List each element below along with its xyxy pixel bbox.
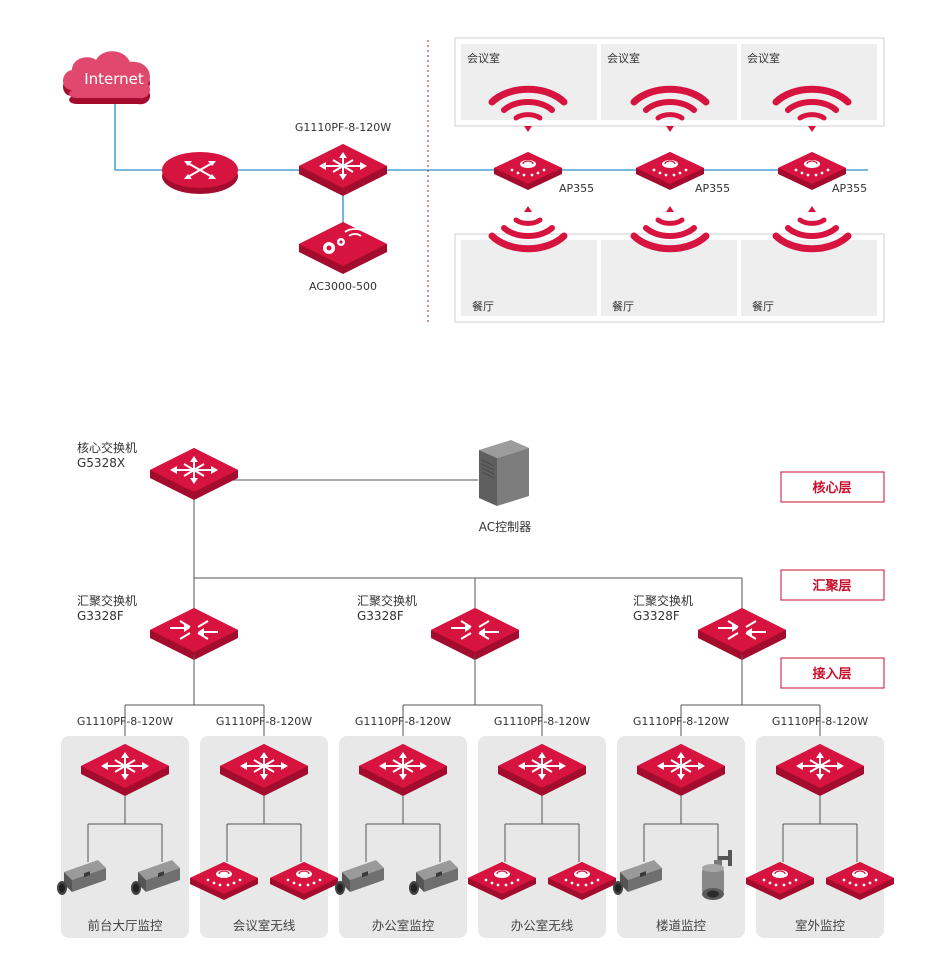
ac-controller-server-label: AC控制器 (479, 520, 531, 534)
access-group-label: 办公室无线 (511, 918, 574, 933)
agg-switch-model-1: G3328F (77, 609, 124, 623)
dining-room-3 (741, 240, 877, 316)
agg-switch-icon-2 (431, 608, 519, 660)
internet-cloud-icon: Internet (63, 51, 151, 105)
agg-switch-model-2: G3328F (357, 609, 404, 623)
layer-access-label: 接入层 (812, 666, 851, 682)
access-group-1: G1110PF-8-120W 前台大厅监控 (57, 655, 264, 938)
access-group-2: G1110PF-8-120W 会议室无线 (189, 705, 339, 938)
meeting-room-3 (741, 44, 877, 120)
dining-room-1 (461, 240, 597, 316)
ac-controller-label: AC3000-500 (309, 280, 377, 293)
dining-label-1: 餐厅 (472, 299, 494, 313)
dining-label-3: 餐厅 (752, 299, 774, 313)
core-switch-model: G5328X (77, 456, 125, 470)
ac-controller-server-icon (479, 440, 529, 506)
meeting-room-label-2: 会议室 (607, 51, 640, 65)
access-group-label: 办公室监控 (372, 918, 435, 933)
layer-access-box: 接入层 (780, 657, 885, 689)
access-switch-label: G1110PF-8-120W (77, 715, 173, 728)
layer-core-label: 核心层 (812, 480, 851, 496)
access-switch-label: G1110PF-8-120W (494, 715, 590, 728)
ap-label-2: AP355 (695, 182, 730, 195)
access-group-6: G1110PF-8-120W 室外监控 (745, 705, 895, 938)
access-group-label: 室外监控 (795, 918, 846, 933)
core-switch-icon (150, 448, 238, 500)
access-switch-label: G1110PF-8-120W (355, 715, 451, 728)
access-switch-label: G1110PF-8-120W (216, 715, 312, 728)
access-group-3: G1110PF-8-120W 办公室监控 (335, 655, 542, 938)
layer-aggregation-label: 汇聚层 (812, 579, 851, 594)
access-group-4: G1110PF-8-120W 办公室无线 (467, 705, 617, 938)
dining-label-2: 餐厅 (612, 299, 634, 313)
layer-core-box: 核心层 (780, 471, 885, 503)
dining-room-2 (601, 240, 737, 316)
access-switch-label: G1110PF-8-120W (633, 715, 729, 728)
meeting-room-label-1: 会议室 (467, 51, 500, 65)
ap-label-1: AP355 (559, 182, 594, 195)
agg-switch-model-3: G3328F (633, 609, 680, 623)
access-groups: G1110PF-8-120W前台大厅监控G1110PF-8-120W会议室无线G… (57, 655, 895, 938)
agg-switch-icon-1 (150, 608, 238, 660)
core-switch-title: 核心交换机 (77, 440, 137, 455)
ac-controller-icon (299, 222, 387, 274)
ap-label-3: AP355 (832, 182, 867, 195)
access-switch-label: G1110PF-8-120W (772, 715, 868, 728)
agg-switch-title-3: 汇聚交换机 (633, 593, 693, 608)
access-group-label: 楼道监控 (656, 918, 707, 933)
agg-switch-icon-3 (698, 608, 786, 660)
access-group-5: G1110PF-8-120W 楼道监控 (613, 655, 820, 938)
meeting-room-1 (461, 44, 597, 120)
top-switch-icon (299, 144, 387, 196)
meeting-room-2 (601, 44, 737, 120)
agg-switch-title-1: 汇聚交换机 (77, 593, 137, 608)
internet-label: Internet (84, 70, 144, 88)
layer-aggregation-box: 汇聚层 (780, 569, 885, 601)
access-group-label: 前台大厅监控 (87, 918, 163, 933)
access-group-label: 会议室无线 (233, 918, 296, 933)
meeting-room-label-3: 会议室 (747, 51, 780, 65)
router-icon (162, 152, 238, 194)
agg-switch-title-2: 汇聚交换机 (357, 593, 417, 608)
top-switch-label: G1110PF-8-120W (295, 121, 391, 134)
